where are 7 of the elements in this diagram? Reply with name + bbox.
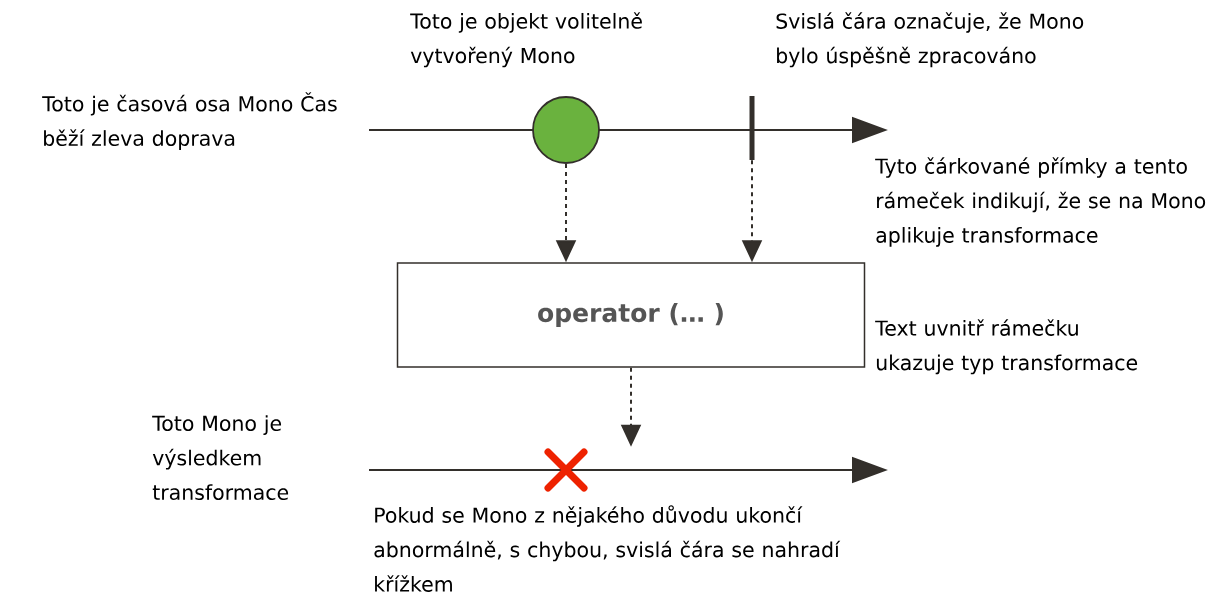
completion-bar [749, 96, 755, 160]
operator-box: operator (… ) [396, 262, 866, 368]
error-cross [544, 448, 588, 492]
emitted-item-circle [532, 96, 600, 164]
annotation-text: Tyto čárkované přímky a tento rámeček indikují, že se na Mono aplikuje transformace [875, 157, 1206, 247]
annotation-text: Toto je časová osa Mono Čas běží zleva doprava [42, 92, 337, 150]
annotation-text: Toto Mono je výsledkem transformace [152, 415, 289, 501]
